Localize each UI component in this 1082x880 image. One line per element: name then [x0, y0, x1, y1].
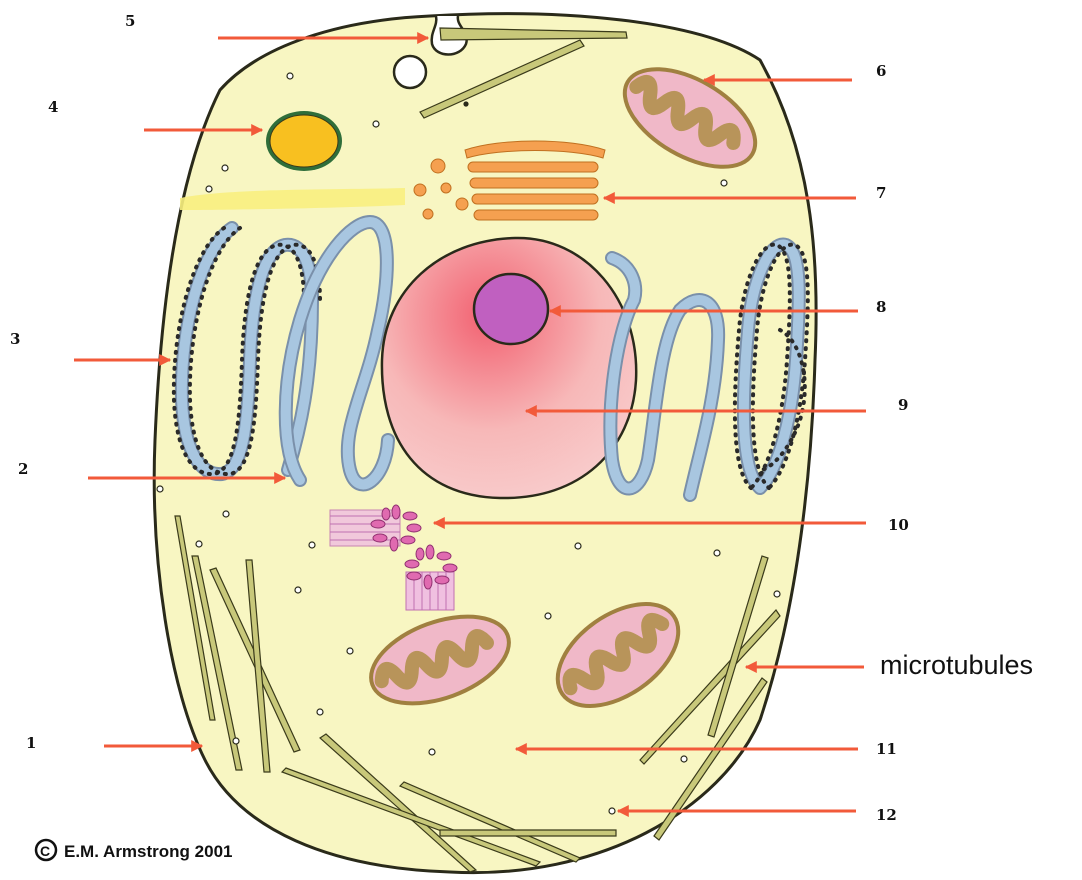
- label-5: 5: [125, 12, 135, 30]
- copyright-text: E.M. Armstrong 2001: [64, 842, 232, 861]
- label-12: 12: [876, 806, 897, 824]
- copyright-symbol: C: [40, 843, 50, 859]
- copyright-notice: C E.M. Armstrong 2001: [36, 840, 232, 861]
- label-6: 6: [876, 62, 886, 80]
- label-8: 8: [876, 298, 886, 316]
- label-microtubules: microtubules: [880, 650, 1033, 680]
- label-4: 4: [48, 98, 58, 116]
- label-2: 2: [18, 460, 28, 478]
- label-1: 1: [26, 734, 36, 752]
- label-7: 7: [876, 184, 886, 202]
- label-10: 10: [888, 516, 909, 534]
- secretory-vesicle: [266, 111, 342, 171]
- label-9: 9: [898, 396, 908, 414]
- label-11: 11: [876, 740, 897, 758]
- label-3: 3: [10, 330, 20, 348]
- nucleolus: [474, 274, 548, 344]
